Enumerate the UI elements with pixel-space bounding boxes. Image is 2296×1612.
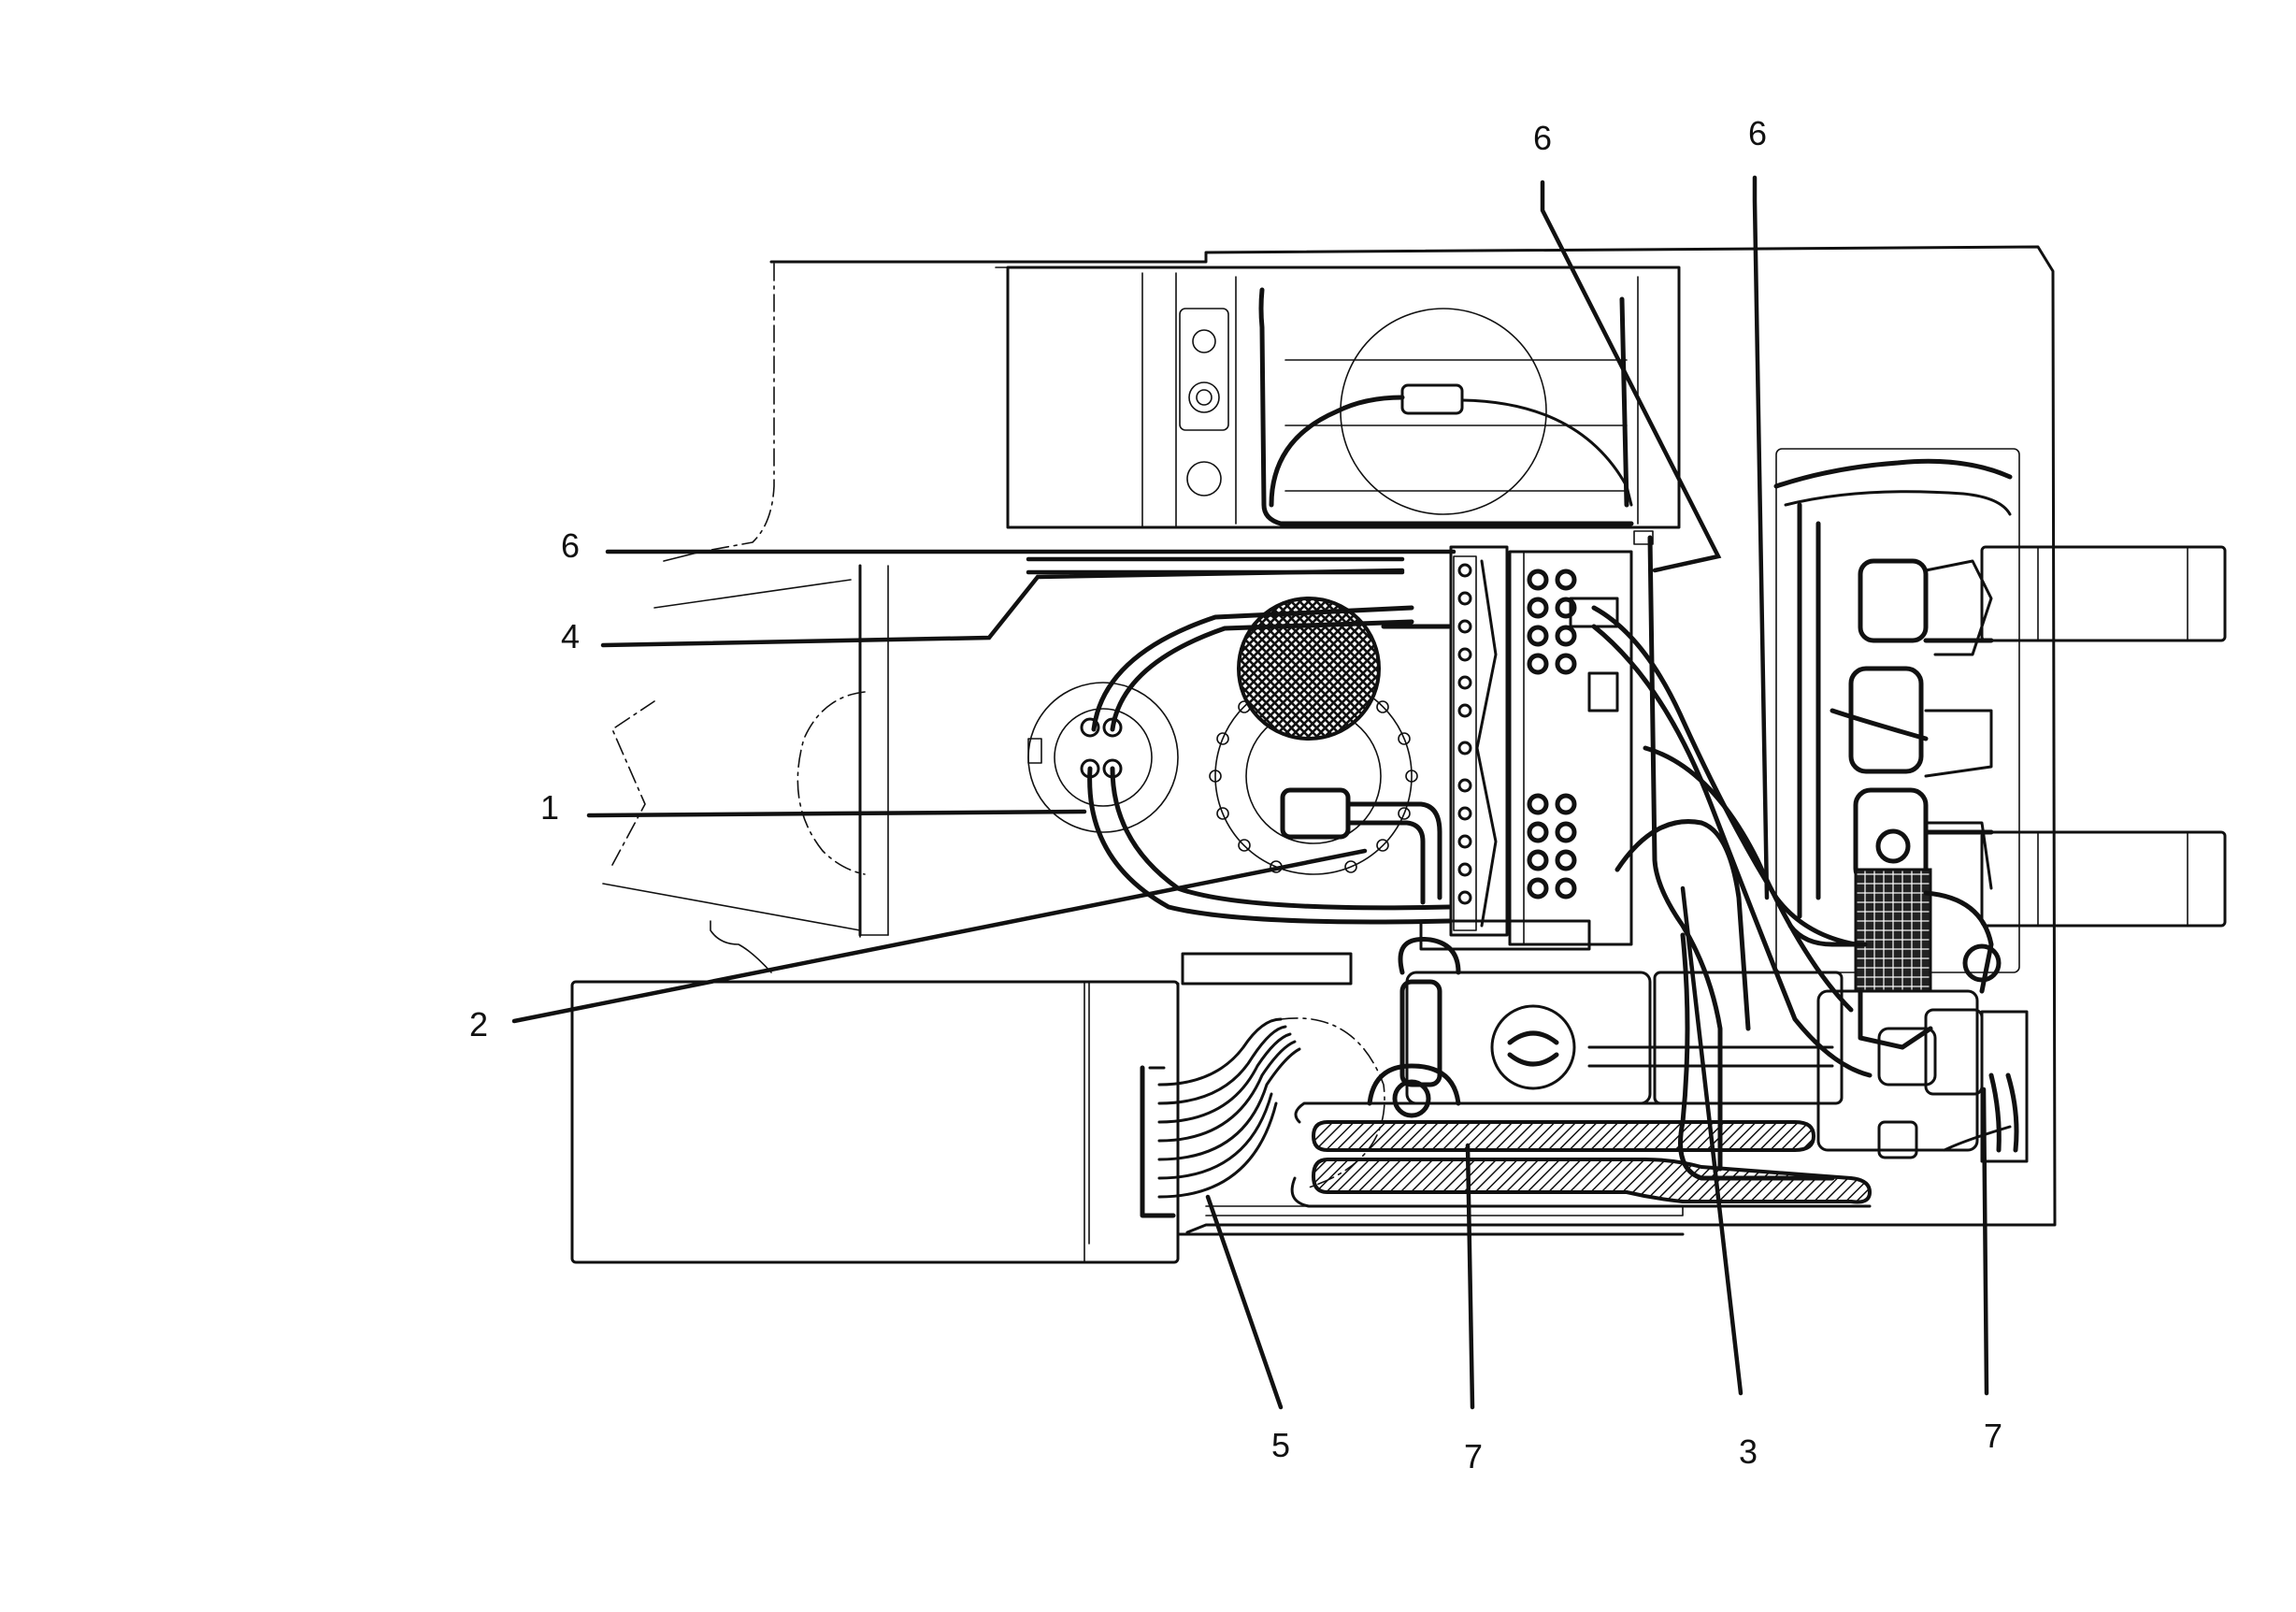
valve-stack-lower (1527, 793, 1577, 900)
hatched-duct-upper (1311, 1120, 1816, 1152)
callout-4: 4 (561, 617, 580, 655)
crosshatched-disc (1237, 597, 1381, 741)
valve-stack-upper (1527, 569, 1577, 675)
callout-7-right: 7 (1984, 1417, 2002, 1455)
connector-column (1453, 555, 1498, 931)
right-drive-assembly (1773, 448, 2227, 1163)
callout-6-top-left: 6 (1533, 119, 1552, 157)
callout-7-center: 7 (1464, 1437, 1483, 1475)
wire-bundle (1157, 1017, 1301, 1199)
callout-6-top-right: 6 (1748, 114, 1767, 152)
callout-6-left: 6 (561, 526, 580, 565)
left-drum-assembly (796, 564, 1452, 937)
lower-enclosure (1140, 936, 1873, 1236)
hatched-duct-lower (1311, 1158, 1873, 1204)
upper-cabinet (995, 266, 1681, 545)
callout-5: 5 (1271, 1426, 1290, 1464)
leader-lines (511, 175, 1989, 1410)
callout-3: 3 (1739, 1432, 1758, 1471)
central-valve-block (1381, 545, 1633, 951)
callout-1: 1 (540, 788, 559, 827)
callout-2: 2 (469, 1005, 488, 1043)
callout-labels: 6 6 6 4 1 2 5 7 3 7 (469, 114, 2002, 1475)
machine-frame (602, 245, 2057, 1234)
lower-left-box (570, 980, 1180, 1264)
